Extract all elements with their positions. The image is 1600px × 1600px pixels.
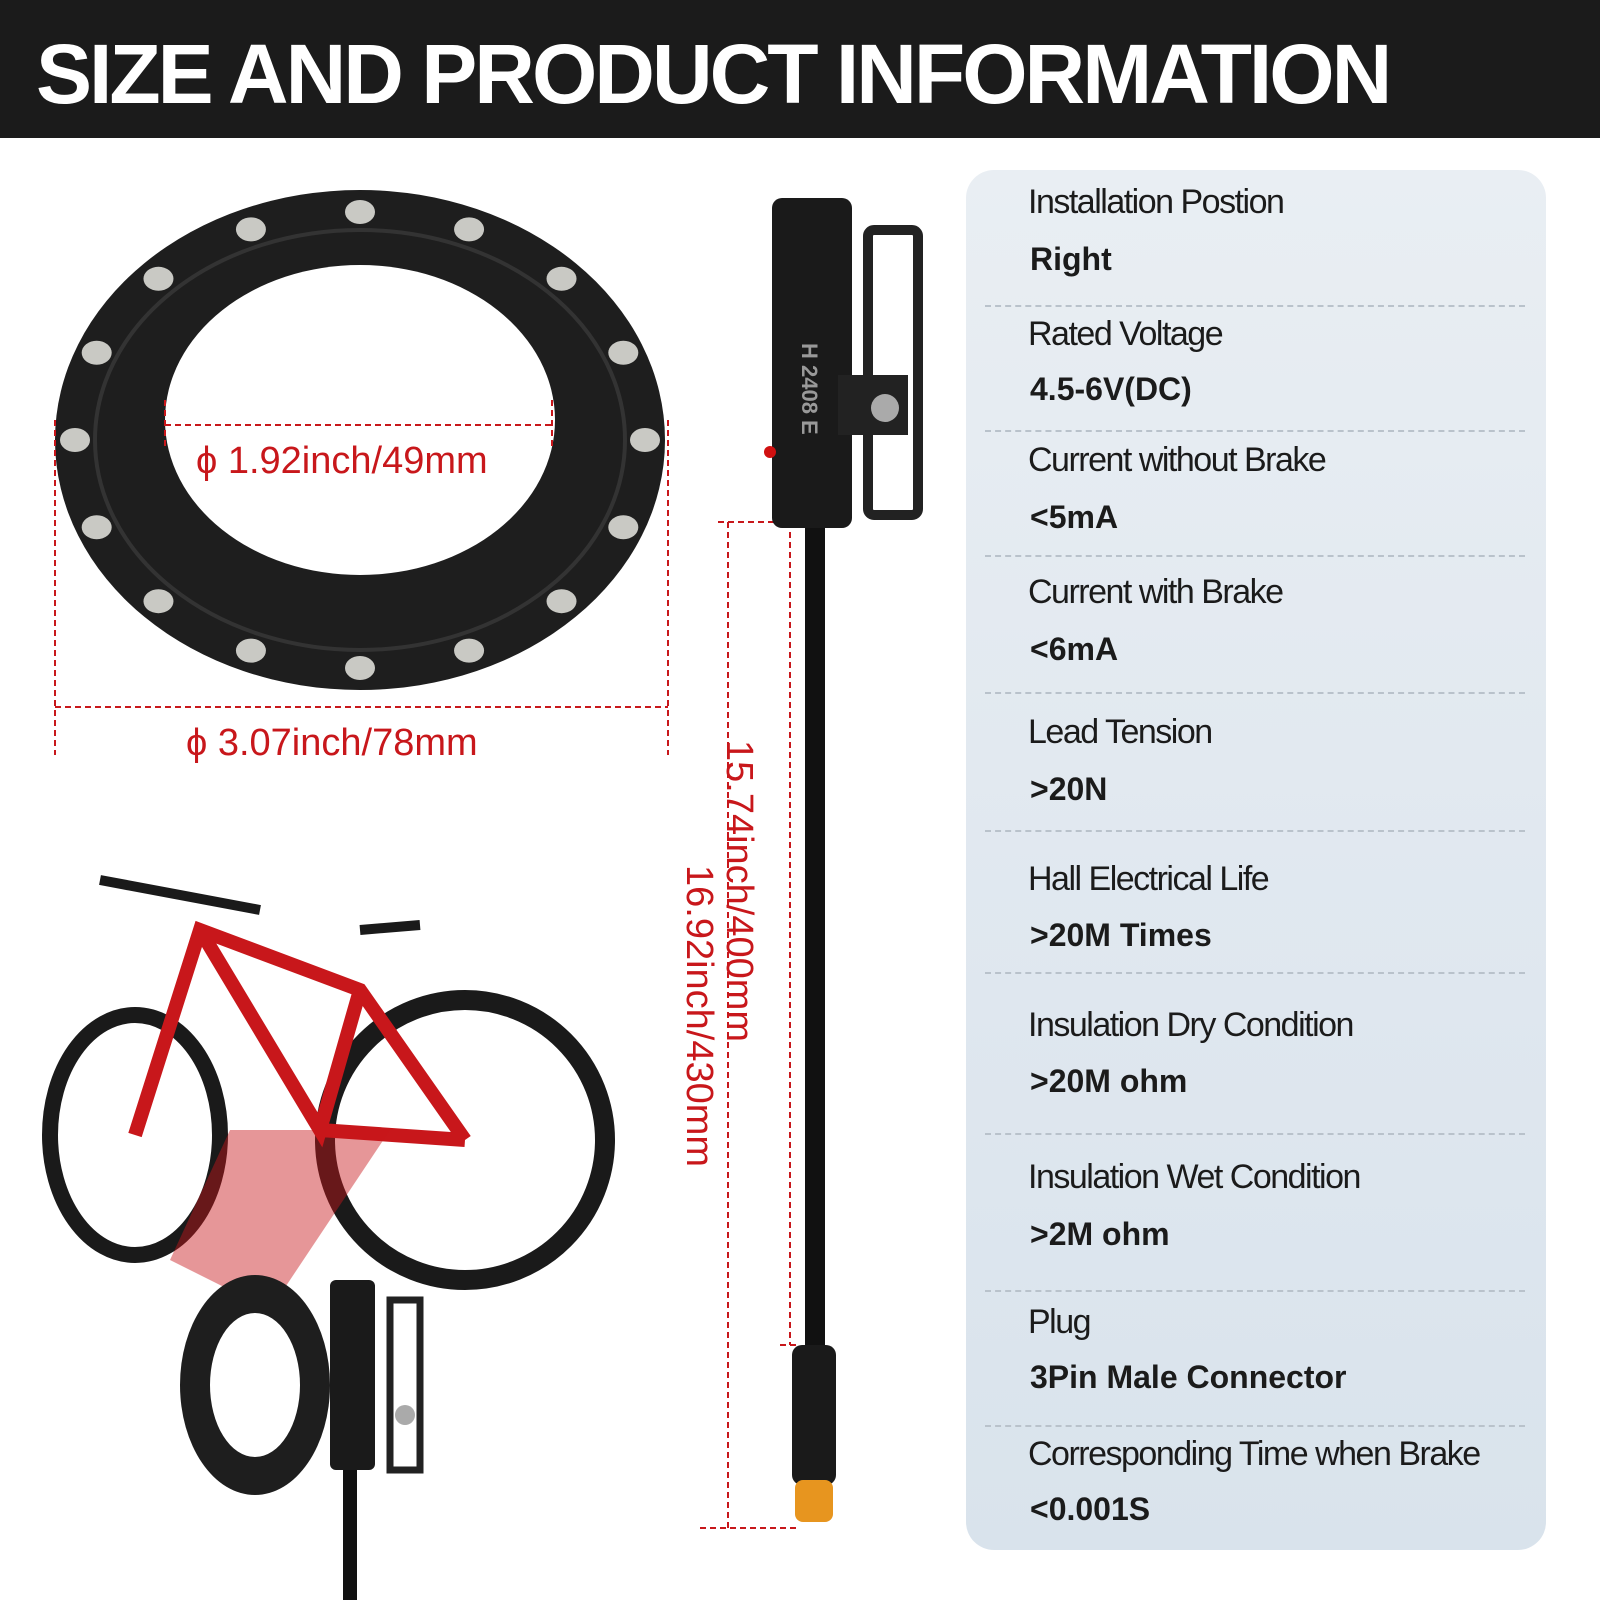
spec-label: Plug bbox=[1028, 1303, 1092, 1341]
magnet bbox=[345, 656, 375, 680]
bicycle-image bbox=[42, 875, 615, 1310]
divider bbox=[985, 430, 1525, 432]
magnet bbox=[345, 200, 375, 224]
magnet bbox=[235, 217, 266, 242]
magnet bbox=[630, 428, 660, 452]
spec-value: >20N bbox=[1030, 771, 1108, 807]
spec-panel bbox=[966, 170, 1546, 1550]
outer-diameter-label: ϕ 3.07inch/78mm bbox=[186, 722, 478, 764]
spec-value: 4.5-6V(DC) bbox=[1030, 371, 1192, 407]
installed-sensor-image bbox=[180, 1275, 424, 1600]
divider bbox=[985, 555, 1525, 557]
divider bbox=[985, 1133, 1525, 1135]
cable-length-label: 15.74inch/400mm bbox=[718, 740, 760, 1043]
magnet bbox=[454, 638, 485, 663]
magnet bbox=[546, 589, 577, 614]
sensor-marking: H 2408 E bbox=[797, 343, 822, 435]
magnet bbox=[454, 217, 485, 242]
page-title: SIZE AND PRODUCT INFORMATION bbox=[36, 27, 1392, 121]
spec-label: Current without Brake bbox=[1028, 441, 1327, 479]
spec-label: Installation Postion bbox=[1028, 183, 1285, 221]
inner-diameter-label: ϕ 1.92inch/49mm bbox=[196, 440, 488, 482]
spec-value: <6mA bbox=[1030, 631, 1119, 667]
divider bbox=[985, 830, 1525, 832]
spec-label: Rated Voltage bbox=[1028, 315, 1224, 353]
magnet-ring-image bbox=[55, 190, 665, 690]
spec-label: Insulation Dry Condition bbox=[1028, 1006, 1354, 1044]
spec-value: >2M ohm bbox=[1030, 1216, 1170, 1252]
spec-value: <0.001S bbox=[1030, 1491, 1151, 1527]
magnet bbox=[143, 266, 174, 291]
spec-value: <5mA bbox=[1030, 499, 1119, 535]
spec-label: Insulation Wet Condition bbox=[1028, 1158, 1361, 1196]
divider bbox=[985, 692, 1525, 694]
magnet bbox=[608, 515, 639, 540]
header-banner: SIZE AND PRODUCT INFORMATION bbox=[0, 0, 1600, 138]
magnet bbox=[546, 266, 577, 291]
magnet bbox=[81, 340, 112, 365]
total-length-label: 16.92inch/430mm bbox=[678, 865, 720, 1168]
magnet bbox=[81, 515, 112, 540]
divider bbox=[985, 1290, 1525, 1292]
magnet bbox=[143, 589, 174, 614]
spec-label: Hall Electrical Life bbox=[1028, 860, 1270, 898]
spec-label: Corresponding Time when Brake bbox=[1028, 1435, 1481, 1473]
spec-value: >20M ohm bbox=[1030, 1063, 1188, 1099]
divider bbox=[985, 305, 1525, 307]
spec-label: Current with Brake bbox=[1028, 573, 1284, 611]
dimension-lines bbox=[54, 400, 800, 1529]
spec-value: 3Pin Male Connector bbox=[1030, 1359, 1347, 1395]
divider bbox=[985, 972, 1525, 974]
spec-value: Right bbox=[1030, 241, 1112, 277]
magnet bbox=[235, 638, 266, 663]
spec-label: Lead Tension bbox=[1028, 713, 1213, 751]
spec-value: >20M Times bbox=[1030, 917, 1212, 953]
magnet bbox=[608, 340, 639, 365]
magnet bbox=[60, 428, 90, 452]
divider bbox=[985, 1425, 1525, 1427]
hall-sensor-image bbox=[764, 198, 923, 1522]
